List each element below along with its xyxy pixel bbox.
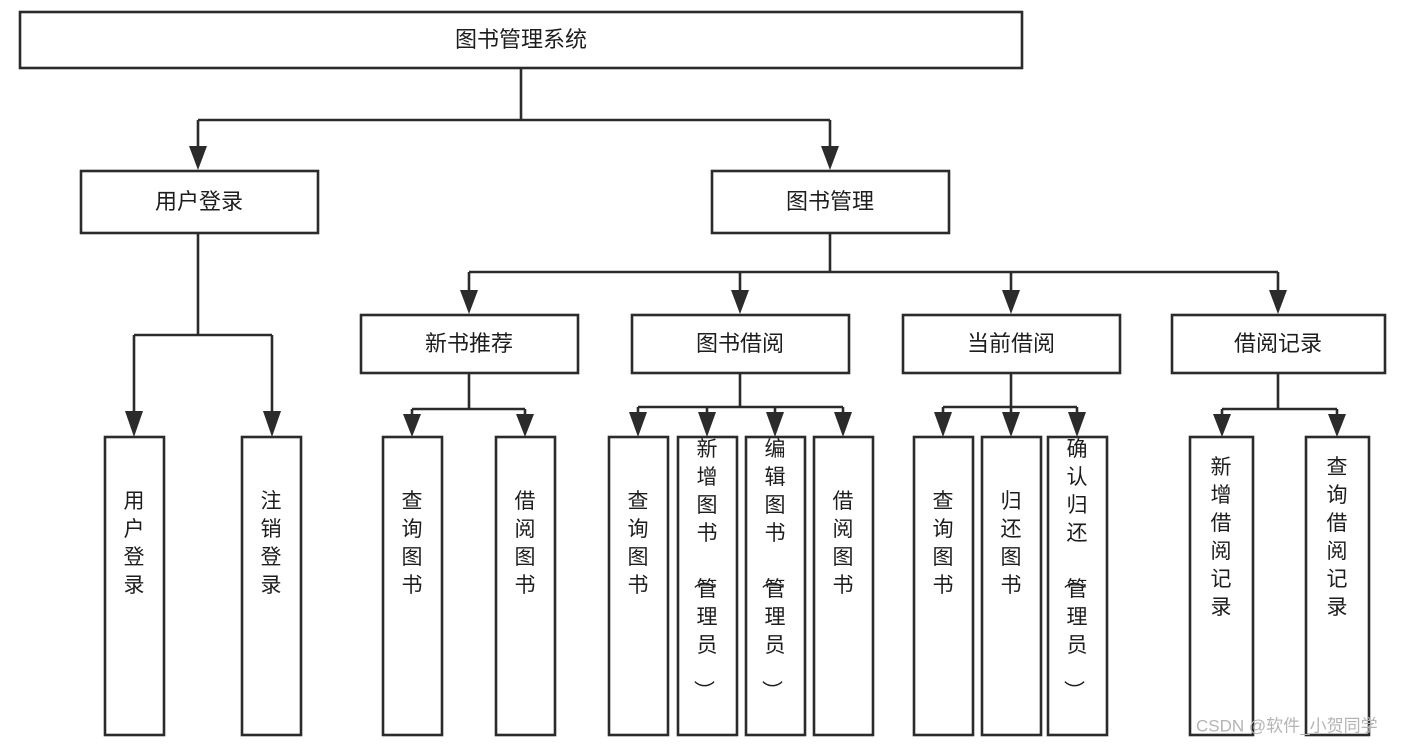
connectors-borrow-to-leaves (629, 373, 852, 437)
connectors-newbook-to-leaves (403, 373, 534, 437)
leaf-box-current-return (980, 435, 1043, 737)
arrow-head-record-add (1213, 414, 1231, 437)
leaf-box-current-confirm (1046, 435, 1109, 737)
node-borrow-record[interactable]: 借阅记录 (1170, 313, 1387, 375)
leaf-label-newbook-query: 查询图书 (402, 490, 423, 597)
connectors-book-manage-to-level2 (460, 233, 1287, 314)
node-current-borrow[interactable]: 当前借阅 (901, 313, 1122, 375)
leaf-box-user-login (103, 435, 166, 737)
leaf-label-user-login: 用户登录 (124, 490, 145, 597)
arrow-head-current-return (1002, 412, 1020, 437)
leaf-box-newbook-borrow (494, 435, 557, 737)
arrow-head-leaf-user-login (125, 411, 143, 437)
node-borrow-record-label: 借阅记录 (1234, 331, 1322, 356)
leaf-node-record-add[interactable]: 新增借阅记录 (1188, 435, 1255, 737)
leaf-box-newbook-query (381, 435, 444, 737)
leaf-node-borrow-edit[interactable]: 编辑图书（管理员） (744, 435, 807, 737)
leaf-label-current-confirm: 确认归还（管理员） (1062, 438, 1088, 701)
leaf-label-record-add: 新增借阅记录 (1211, 456, 1232, 619)
node-user-login[interactable]: 用户登录 (79, 169, 320, 235)
leaf-box-borrow-add (676, 435, 739, 737)
leaf-box-record-add (1188, 435, 1255, 737)
node-book-borrow-label: 图书借阅 (696, 331, 784, 356)
node-book-manage-box (710, 169, 951, 235)
connectors-current-to-leaves (934, 373, 1086, 437)
arrow-head-borrow-query (629, 412, 647, 437)
csdn-watermark: CSDN @软件_小贺同学 (1196, 716, 1378, 735)
leaf-node-record-query[interactable]: 查询借阅记录 (1304, 435, 1371, 737)
arrow-head-record (1269, 290, 1287, 314)
leaf-label-borrow-add: 新增图书（管理员） (692, 438, 718, 701)
leaf-box-borrow-lend (812, 435, 875, 737)
leaf-node-current-return[interactable]: 归还图书 (980, 435, 1043, 737)
leaf-box-logout (240, 435, 303, 737)
node-root-label: 图书管理系统 (455, 27, 587, 52)
node-book-manage[interactable]: 图书管理 (710, 169, 951, 235)
node-book-borrow-box (630, 313, 851, 375)
node-root-system[interactable]: 图书管理系统 (18, 10, 1024, 70)
leaf-node-current-query[interactable]: 查询图书 (912, 435, 975, 737)
leaf-node-newbook-borrow[interactable]: 借阅图书 (494, 435, 557, 737)
node-book-manage-label: 图书管理 (786, 189, 874, 214)
leaf-node-user-login[interactable]: 用户登录 (103, 435, 166, 737)
leaf-node-borrow-add[interactable]: 新增图书（管理员） (676, 435, 739, 737)
leaf-label-borrow-lend: 借阅图书 (833, 490, 854, 597)
leaf-label-newbook-borrow: 借阅图书 (515, 490, 536, 597)
arrow-head-newbook-borrow (516, 414, 534, 437)
arrow-head-book-manage (821, 146, 839, 170)
node-current-borrow-box (901, 313, 1122, 375)
arrow-head-leaf-logout (263, 411, 281, 437)
leaf-label-current-query: 查询图书 (933, 490, 954, 597)
leaf-box-record-query (1304, 435, 1371, 737)
node-borrow-record-box (1170, 313, 1387, 375)
node-root-box (18, 10, 1024, 70)
arrow-head-current-query (934, 412, 952, 437)
node-user-login-label: 用户登录 (155, 189, 243, 214)
leaf-label-current-return: 归还图书 (1001, 490, 1022, 597)
connectors-root-to-level1 (189, 68, 839, 170)
node-current-borrow-label: 当前借阅 (967, 331, 1055, 356)
arrow-head-current-confirm (1068, 412, 1086, 437)
connectors-record-to-leaves (1213, 373, 1346, 437)
leaf-label-borrow-query: 查询图书 (628, 490, 649, 597)
node-new-book-recommend-label: 新书推荐 (425, 331, 513, 356)
arrow-head-user-login (189, 146, 207, 170)
leaf-node-borrow-query[interactable]: 查询图书 (607, 435, 670, 737)
node-new-book-recommend[interactable]: 新书推荐 (359, 313, 580, 375)
arrow-head-borrow-add (698, 412, 716, 437)
leaf-box-borrow-edit (744, 435, 807, 737)
leaf-node-logout[interactable]: 注销登录 (240, 435, 303, 737)
leaf-label-record-query: 查询借阅记录 (1327, 456, 1348, 619)
node-user-login-box (79, 169, 320, 235)
leaf-node-newbook-query[interactable]: 查询图书 (381, 435, 444, 737)
leaf-box-borrow-query (607, 435, 670, 737)
leaf-box-current-query (912, 435, 975, 737)
leaf-node-borrow-lend[interactable]: 借阅图书 (812, 435, 875, 737)
leaf-node-current-confirm[interactable]: 确认归还（管理员） (1046, 435, 1109, 737)
arrow-head-newbook (460, 290, 478, 314)
arrow-head-borrow-edit (766, 412, 784, 437)
arrow-head-borrow-lend (834, 412, 852, 437)
node-book-borrow[interactable]: 图书借阅 (630, 313, 851, 375)
leaf-label-logout: 注销登录 (261, 490, 282, 597)
connectors-user-login-to-leaves (125, 233, 281, 437)
arrow-head-record-query (1328, 414, 1346, 437)
arrow-head-borrow (731, 290, 749, 314)
leaf-label-borrow-edit: 编辑图书（管理员） (760, 438, 786, 701)
arrow-head-current (1002, 290, 1020, 314)
node-new-book-recommend-box (359, 313, 580, 375)
arrow-head-newbook-query (403, 414, 421, 437)
